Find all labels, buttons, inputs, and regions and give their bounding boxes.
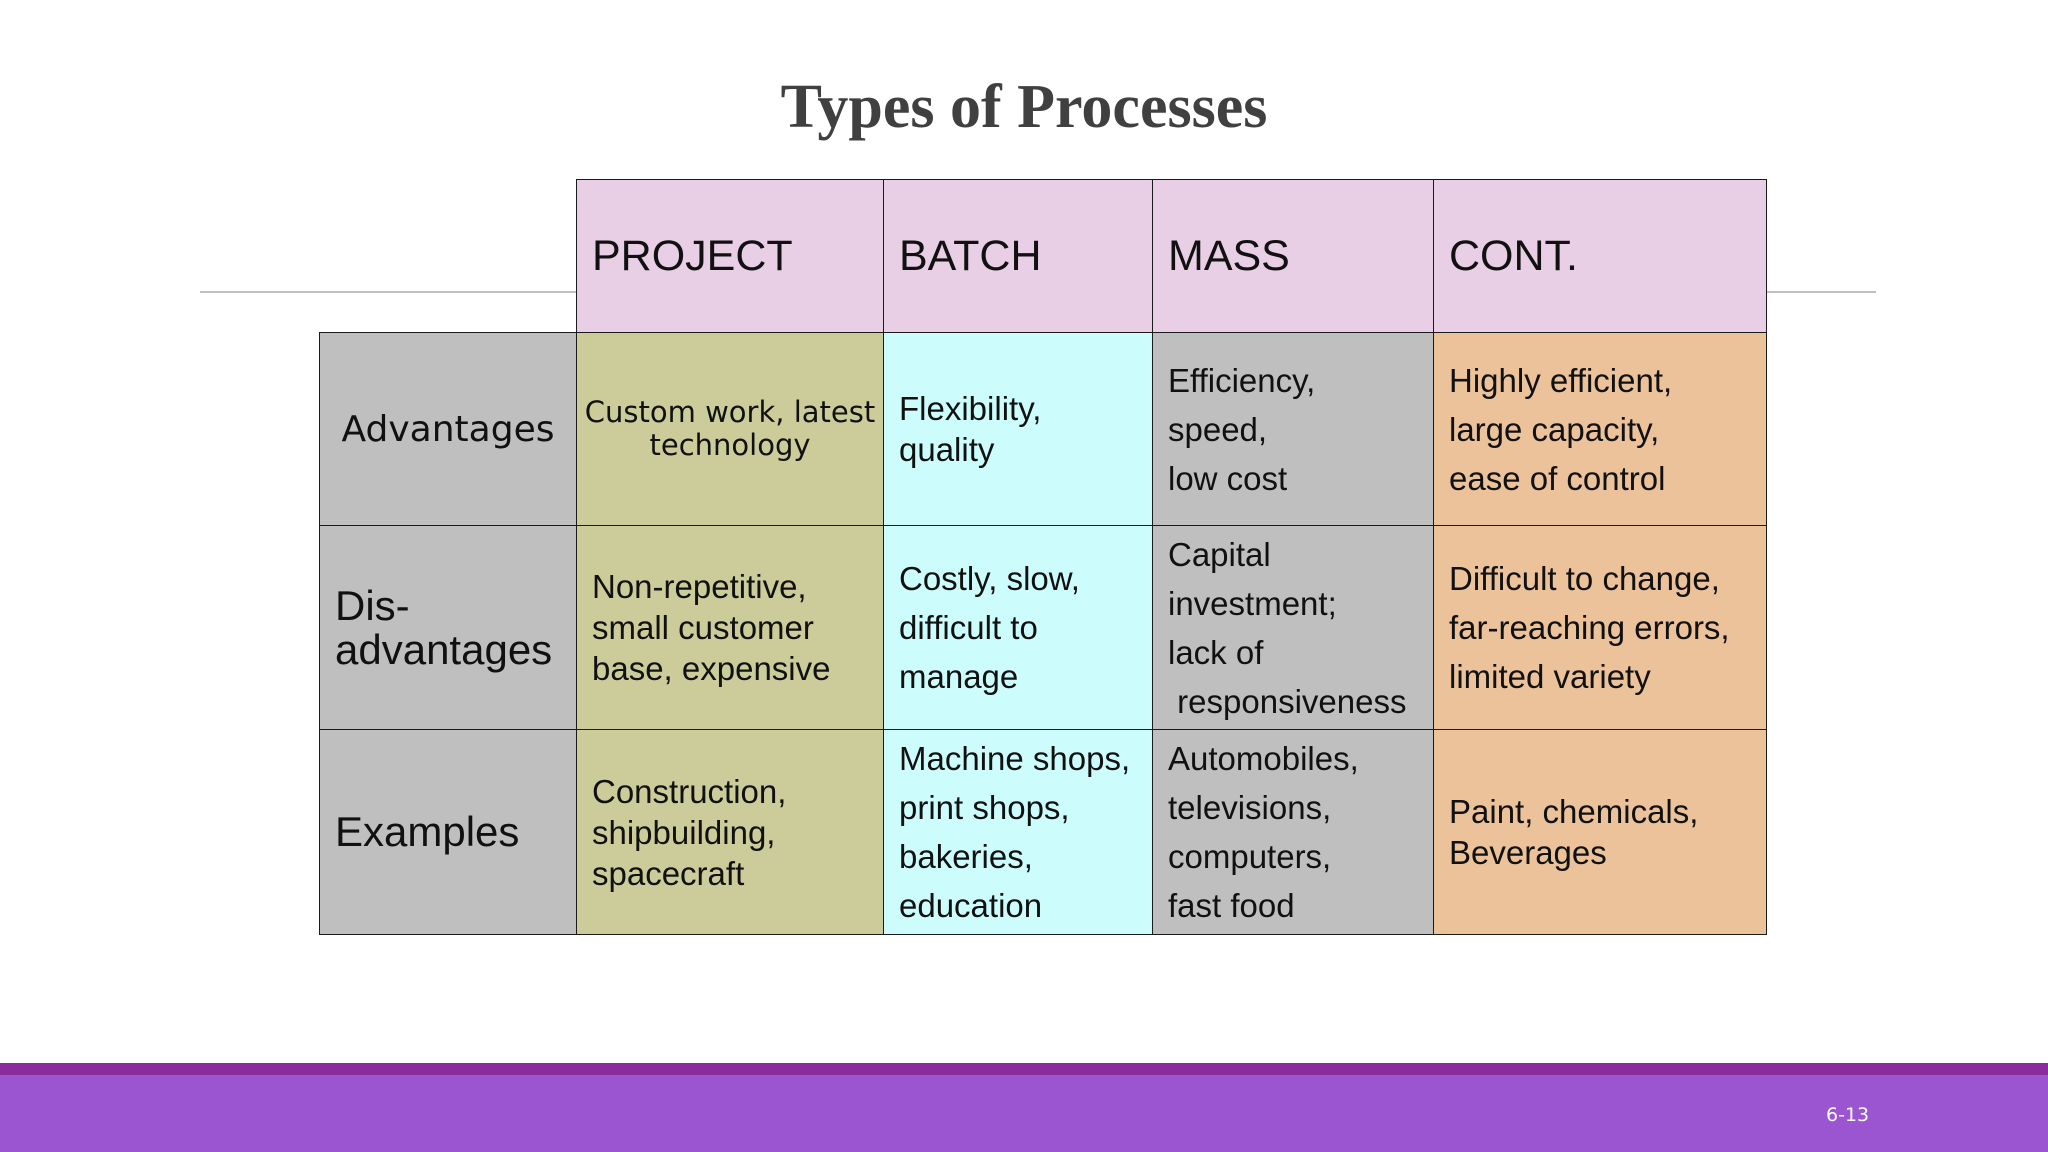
cell-mass-disadvantages: Capital investment; lack of responsivene… xyxy=(1152,525,1434,730)
cell-line: Flexibility, xyxy=(899,390,1042,427)
cell-line: Construction, xyxy=(592,772,787,810)
cell-batch-examples: Machine shops, print shops, bakeries, ed… xyxy=(883,729,1153,935)
cell-line: small customer xyxy=(592,609,814,646)
cell-cont-advantages: Highly efficient, large capacity, ease o… xyxy=(1433,332,1767,526)
cell-cont-disadvantages: Difficult to change, far-reaching errors… xyxy=(1433,525,1767,730)
cell-line: Beverages xyxy=(1449,834,1607,871)
cell-project-examples: Construction, shipbuilding, spacecraft xyxy=(576,729,884,935)
cell-line: print shops, xyxy=(899,789,1070,826)
header-cont: CONT. xyxy=(1433,179,1767,333)
cell-line: computers, xyxy=(1168,838,1332,875)
cell-line: spacecraft xyxy=(592,854,745,892)
cell-line: limited variety xyxy=(1449,658,1651,695)
cell-line: ease of control xyxy=(1449,459,1666,497)
cell-line: bakeries, xyxy=(899,838,1033,875)
cell-line: Custom work, latest xyxy=(584,395,876,429)
row-label-disadvantages: Dis- advantages xyxy=(319,525,577,730)
row-label-line: Examples xyxy=(335,808,520,855)
page-number: 6-13 xyxy=(1826,1104,1870,1126)
cell-line: difficult to xyxy=(899,609,1038,646)
header-mass: MASS xyxy=(1152,179,1434,333)
cell-cont-examples: Paint, chemicals, Beverages xyxy=(1433,729,1767,935)
header-project: PROJECT xyxy=(576,179,884,333)
row-label-examples: Examples xyxy=(319,729,577,935)
footer-band xyxy=(0,1075,2048,1152)
row-label-line: Dis- xyxy=(335,581,410,629)
cell-project-disadvantages: Non-repetitive, small customer base, exp… xyxy=(576,525,884,730)
cell-line: Paint, chemicals, xyxy=(1449,793,1699,830)
slide-title: Types of Processes xyxy=(780,73,1268,141)
header-batch: BATCH xyxy=(883,179,1153,333)
cell-line: Automobiles, xyxy=(1168,740,1359,777)
cell-line: base, expensive xyxy=(592,650,831,687)
cell-line: speed, xyxy=(1168,410,1268,448)
cell-line: Highly efficient, xyxy=(1449,361,1673,399)
cell-line: shipbuilding, xyxy=(592,813,776,851)
cell-line: quality xyxy=(899,431,995,468)
cell-line: investment; xyxy=(1168,584,1337,622)
cell-line: fast food xyxy=(1168,887,1295,924)
cell-line: televisions, xyxy=(1168,789,1332,826)
cell-project-advantages: Custom work, latest technology xyxy=(576,332,884,526)
cell-line: Efficiency, xyxy=(1168,361,1316,399)
cell-line: Difficult to change, xyxy=(1449,560,1720,597)
row-label-advantages: Advantages xyxy=(319,332,577,526)
cell-line: Machine shops, xyxy=(899,740,1131,777)
row-label-line: Advantages xyxy=(341,408,555,450)
cell-line: manage xyxy=(899,658,1019,695)
cell-mass-advantages: Efficiency, speed, low cost xyxy=(1152,332,1434,526)
cell-line: education xyxy=(899,887,1043,924)
cell-line: far-reaching errors, xyxy=(1449,609,1730,646)
cell-line: responsiveness xyxy=(1168,682,1407,720)
footer-accent-bar xyxy=(0,1063,2048,1075)
cell-line: technology xyxy=(649,428,811,462)
cell-line: lack of xyxy=(1168,633,1264,671)
cell-batch-disadvantages: Costly, slow, difficult to manage xyxy=(883,525,1153,730)
row-label-line: advantages xyxy=(335,625,553,673)
cell-line: Costly, slow, xyxy=(899,560,1080,597)
cell-mass-examples: Automobiles, televisions, computers, fas… xyxy=(1152,729,1434,935)
cell-line: Non-repetitive, xyxy=(592,568,807,605)
cell-line: low cost xyxy=(1168,459,1288,497)
cell-line: Capital xyxy=(1168,535,1271,573)
cell-batch-advantages: Flexibility, quality xyxy=(883,332,1153,526)
cell-line: large capacity, xyxy=(1449,410,1660,448)
